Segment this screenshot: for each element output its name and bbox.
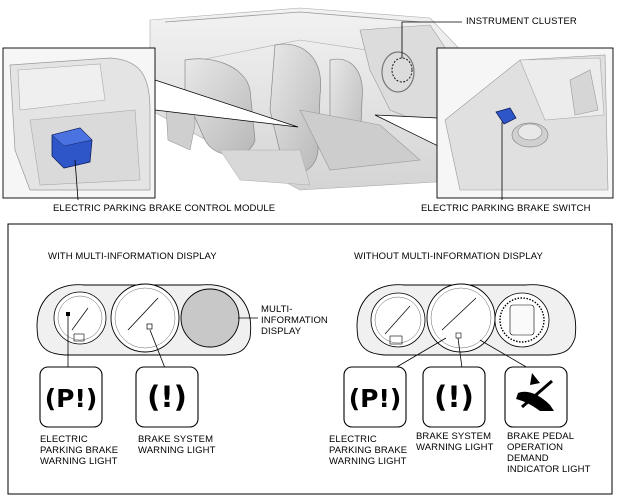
instrument-cluster-label: INSTRUMENT CLUSTER — [466, 16, 577, 27]
right-pedal-label-4: INDICATOR LIGHT — [507, 464, 591, 475]
with-mid-title: WITH MULTI-INFORMATION DISPLAY — [48, 251, 217, 262]
control-module-label: ELECTRIC PARKING BRAKE CONTROL MODULE — [53, 203, 276, 214]
left-epb-label-1: ELECTRIC — [40, 434, 88, 445]
left-epb-label-3: WARNING LIGHT — [40, 456, 118, 467]
brake-pedal-demand-icon — [504, 366, 568, 428]
mid-label-line-3: DISPLAY — [261, 326, 302, 337]
svg-text:(P!): (P!) — [349, 384, 402, 413]
mid-label-line-2: INFORMATION — [261, 315, 328, 326]
left-brake-sys-label-1: BRAKE SYSTEM — [138, 434, 214, 445]
right-epb-label-2: PARKING BRAKE — [329, 445, 408, 456]
switch-inset — [374, 47, 614, 200]
instrument-cluster-leader — [401, 21, 462, 58]
brake-system-warning-icon: (!) — [422, 366, 486, 428]
mid-label-line-1: MULTI- — [261, 304, 293, 315]
right-pedal-label-2: OPERATION — [507, 442, 564, 453]
right-pedal-label-1: BRAKE PEDAL — [507, 431, 575, 442]
cluster-with-mid — [36, 283, 252, 356]
right-brake-sys-label-1: BRAKE SYSTEM — [416, 431, 492, 442]
right-epb-label-1: ELECTRIC — [329, 434, 377, 445]
multi-information-display — [180, 288, 240, 348]
left-brake-sys-label-2: WARNING LIGHT — [138, 445, 216, 456]
svg-text:(!): (!) — [434, 380, 474, 414]
parking-brake-warning-icon: (P!) — [343, 366, 407, 428]
switch-label: ELECTRIC PARKING BRAKE SWITCH — [421, 203, 591, 214]
right-brake-sys-label-2: WARNING LIGHT — [416, 442, 494, 453]
lights-panel-frame — [7, 223, 613, 495]
svg-text:(P!): (P!) — [45, 384, 98, 413]
right-pedal-label-3: DEMAND — [507, 453, 549, 464]
left-epb-label-2: PARKING BRAKE — [40, 445, 119, 456]
right-epb-label-3: WARNING LIGHT — [329, 456, 407, 467]
control-module-inset — [2, 47, 299, 201]
cluster-without-mid — [356, 283, 577, 356]
svg-text:(!): (!) — [147, 380, 187, 414]
parking-brake-warning-icon: (P!) — [39, 366, 103, 428]
without-mid-title: WITHOUT MULTI-INFORMATION DISPLAY — [354, 251, 543, 262]
brake-system-warning-icon: (!) — [135, 366, 199, 428]
